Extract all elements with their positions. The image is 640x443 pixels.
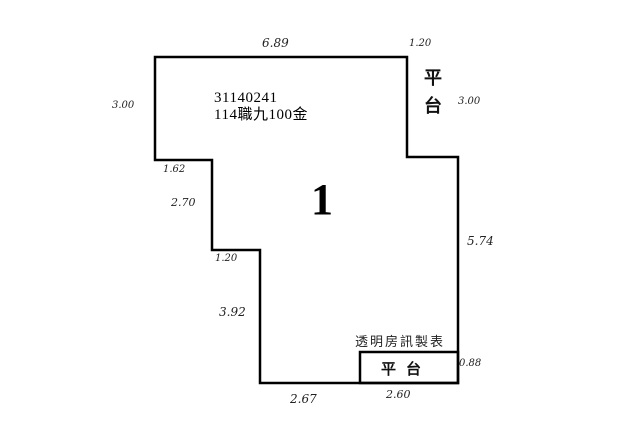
dim-left-lower-step: 1.20: [215, 253, 238, 264]
dim-platform-right: 3.00: [458, 96, 481, 107]
dim-top-right-step: 1.20: [409, 38, 432, 49]
parcel-note: 114職九100金: [214, 107, 308, 123]
unit-number: 1: [311, 175, 333, 224]
dim-left-mid: 2.70: [171, 196, 196, 209]
unit-outline: [153, 55, 460, 385]
dim-platform-height: 0.88: [459, 358, 482, 369]
dim-left-step: 1.62: [163, 164, 186, 175]
dim-bottom-left: 2.67: [290, 392, 317, 406]
dim-right: 5.74: [467, 234, 494, 248]
platform-label-bottom: 平台: [381, 360, 432, 378]
platform-box: [358, 350, 460, 385]
parcel-id: 31140241: [214, 90, 278, 106]
dim-left-bottom: 3.92: [219, 305, 246, 319]
platform-label-top-char1: 平: [424, 68, 442, 89]
maker-label: 透明房訊製表: [355, 335, 446, 350]
platform-label-top-char2: 台: [424, 96, 442, 117]
dim-left-top: 3.00: [112, 100, 135, 111]
dim-bottom-right: 2.60: [386, 388, 411, 401]
dim-top: 6.89: [262, 36, 289, 50]
